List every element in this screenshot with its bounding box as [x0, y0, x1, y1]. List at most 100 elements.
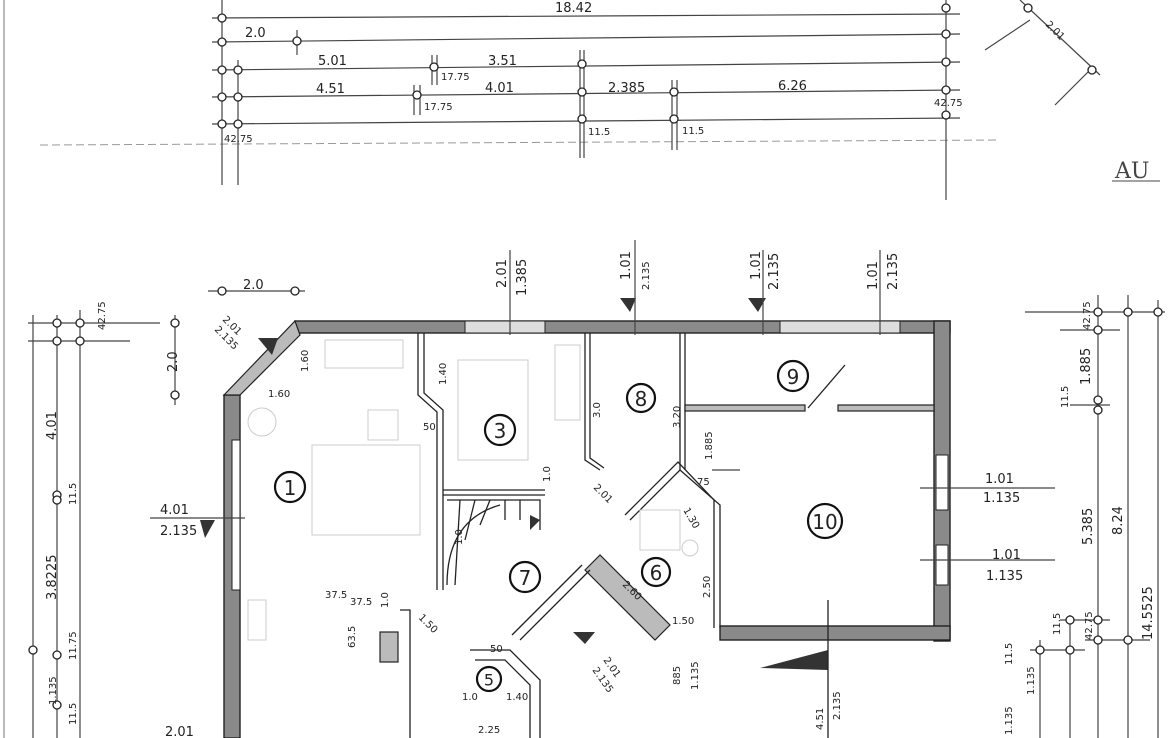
dim-label: 11.5: [588, 127, 610, 138]
room-number: 9: [787, 365, 800, 389]
furniture: [247, 339, 699, 641]
dim-label: 1.60: [268, 389, 290, 400]
dim-label: 1.01: [749, 251, 764, 280]
room-5: 5: [475, 665, 503, 693]
dim-label: 4.01: [485, 81, 514, 96]
interior-walls: [379, 333, 935, 738]
dim-label: 2.135: [641, 261, 652, 290]
dim-label: 1.30: [680, 506, 701, 531]
dim-label: 42.75: [97, 301, 108, 330]
dim-label: 11.5: [68, 483, 79, 505]
dim-label: 4.01: [160, 503, 189, 518]
dim-label: 2.135: [160, 524, 197, 539]
dim-label: 11.5: [68, 703, 79, 725]
right-dimension-chain: [1025, 295, 1165, 738]
dim-label: 1.40: [438, 363, 449, 385]
dim-label: 42.75: [934, 98, 963, 109]
dim-label: 75: [697, 477, 710, 488]
top-dimension-chain: [39, 0, 1001, 200]
dim-label: 1.60: [300, 350, 311, 372]
dim-label: 11.5: [682, 126, 704, 137]
dim-label: 4.51: [815, 708, 826, 730]
dim-label: 42.75: [1082, 301, 1093, 330]
dim-label: 1.885: [704, 431, 715, 460]
dim-label: 50: [423, 422, 436, 433]
dim-label: 11.5: [1004, 643, 1015, 665]
room-number: 5: [484, 671, 494, 690]
dim-label: 1.40: [506, 692, 528, 703]
dim-label: 2.01: [495, 259, 510, 288]
dim-label: 1.135: [48, 676, 59, 705]
dim-label: 2.01: [165, 725, 194, 738]
dim-label: 2.0: [245, 26, 266, 41]
room-number: 7: [519, 566, 532, 590]
room-8: 8: [625, 382, 657, 414]
dim-label: 14.5525: [1141, 586, 1156, 640]
dim-label: 2.135: [832, 691, 843, 720]
dim-label: 885: [672, 666, 683, 685]
dim-label: 2.01: [591, 482, 615, 506]
dim-label: 1.01: [992, 548, 1021, 563]
dim-label: 1.0: [462, 692, 478, 703]
dim-label: 3.8225: [45, 555, 60, 601]
room-3: 3: [483, 413, 517, 447]
dim-label: 1.50: [672, 616, 694, 627]
room-number: 8: [635, 387, 648, 411]
dim-overall: 18.42: [555, 1, 592, 16]
room-7: 7: [508, 560, 542, 594]
dim-label: 2.0: [166, 351, 181, 372]
room-10: 10: [806, 502, 844, 540]
dim-label: 6.26: [778, 79, 807, 94]
room-number: 10: [812, 510, 837, 534]
dim-label: 50: [490, 644, 503, 655]
dim-label: 37.5: [325, 590, 347, 601]
dim-label: 1.0: [542, 466, 553, 482]
svg-text:2.01: 2.01: [1043, 19, 1067, 43]
left-dimension-chain: [28, 310, 160, 738]
dim-label: 1.885: [1079, 348, 1094, 385]
dim-label: 11.75: [68, 631, 79, 660]
dim-label: 8.24: [1111, 506, 1126, 535]
dim-label: 1.50: [416, 612, 440, 636]
dim-label: 63.5: [347, 626, 358, 648]
dim-label: 3.20: [672, 406, 683, 428]
dim-label: 11.5: [1060, 386, 1071, 408]
dim-label: 4.51: [316, 82, 345, 97]
dim-label: 11.5: [1052, 613, 1063, 635]
dim-label: 17.75: [441, 72, 470, 83]
dim-label: 5.01: [318, 54, 347, 69]
dim-label: 5.385: [1081, 508, 1096, 545]
dim-label: 2.135: [767, 253, 782, 290]
dim-label: 1.135: [690, 661, 701, 690]
room-1: 1: [273, 470, 307, 504]
dim-label: 4.01: [45, 411, 60, 440]
room-6: 6: [640, 556, 672, 588]
title-mark: AU: [1114, 159, 1149, 184]
exterior-walls: [222, 319, 951, 738]
dim-label: 2.135: [886, 253, 901, 290]
room-9: 9: [776, 359, 810, 393]
dim-label: 42.75: [1084, 611, 1095, 640]
dim-label: 1.135: [986, 569, 1023, 584]
dim-label: 1.135: [1004, 706, 1015, 735]
room-number: 1: [284, 476, 297, 500]
dim-label: 1.0: [380, 592, 391, 608]
staircase: [446, 499, 541, 586]
dim-label: 2.0: [243, 278, 264, 293]
diagonal-dimension: 2.01: [984, 0, 1101, 106]
dim-label: 2.50: [702, 576, 713, 598]
dim-label: 1.385: [515, 259, 530, 296]
plan-dimension-lines: [150, 240, 1055, 561]
dim-label: 1.135: [983, 491, 1020, 506]
dim-label: 1.01: [619, 251, 634, 280]
room-number: 6: [650, 561, 663, 585]
dim-label: 1.01: [866, 261, 881, 290]
dim-label: 2.25: [478, 725, 500, 736]
dim-label: 3.0: [592, 402, 603, 418]
window-markers: [200, 298, 829, 738]
dim-label: 1.135: [1026, 666, 1037, 695]
dim-label: 37.5: [350, 597, 372, 608]
dim-label: 1.0: [454, 529, 465, 545]
dim-label: 17.75: [424, 102, 453, 113]
